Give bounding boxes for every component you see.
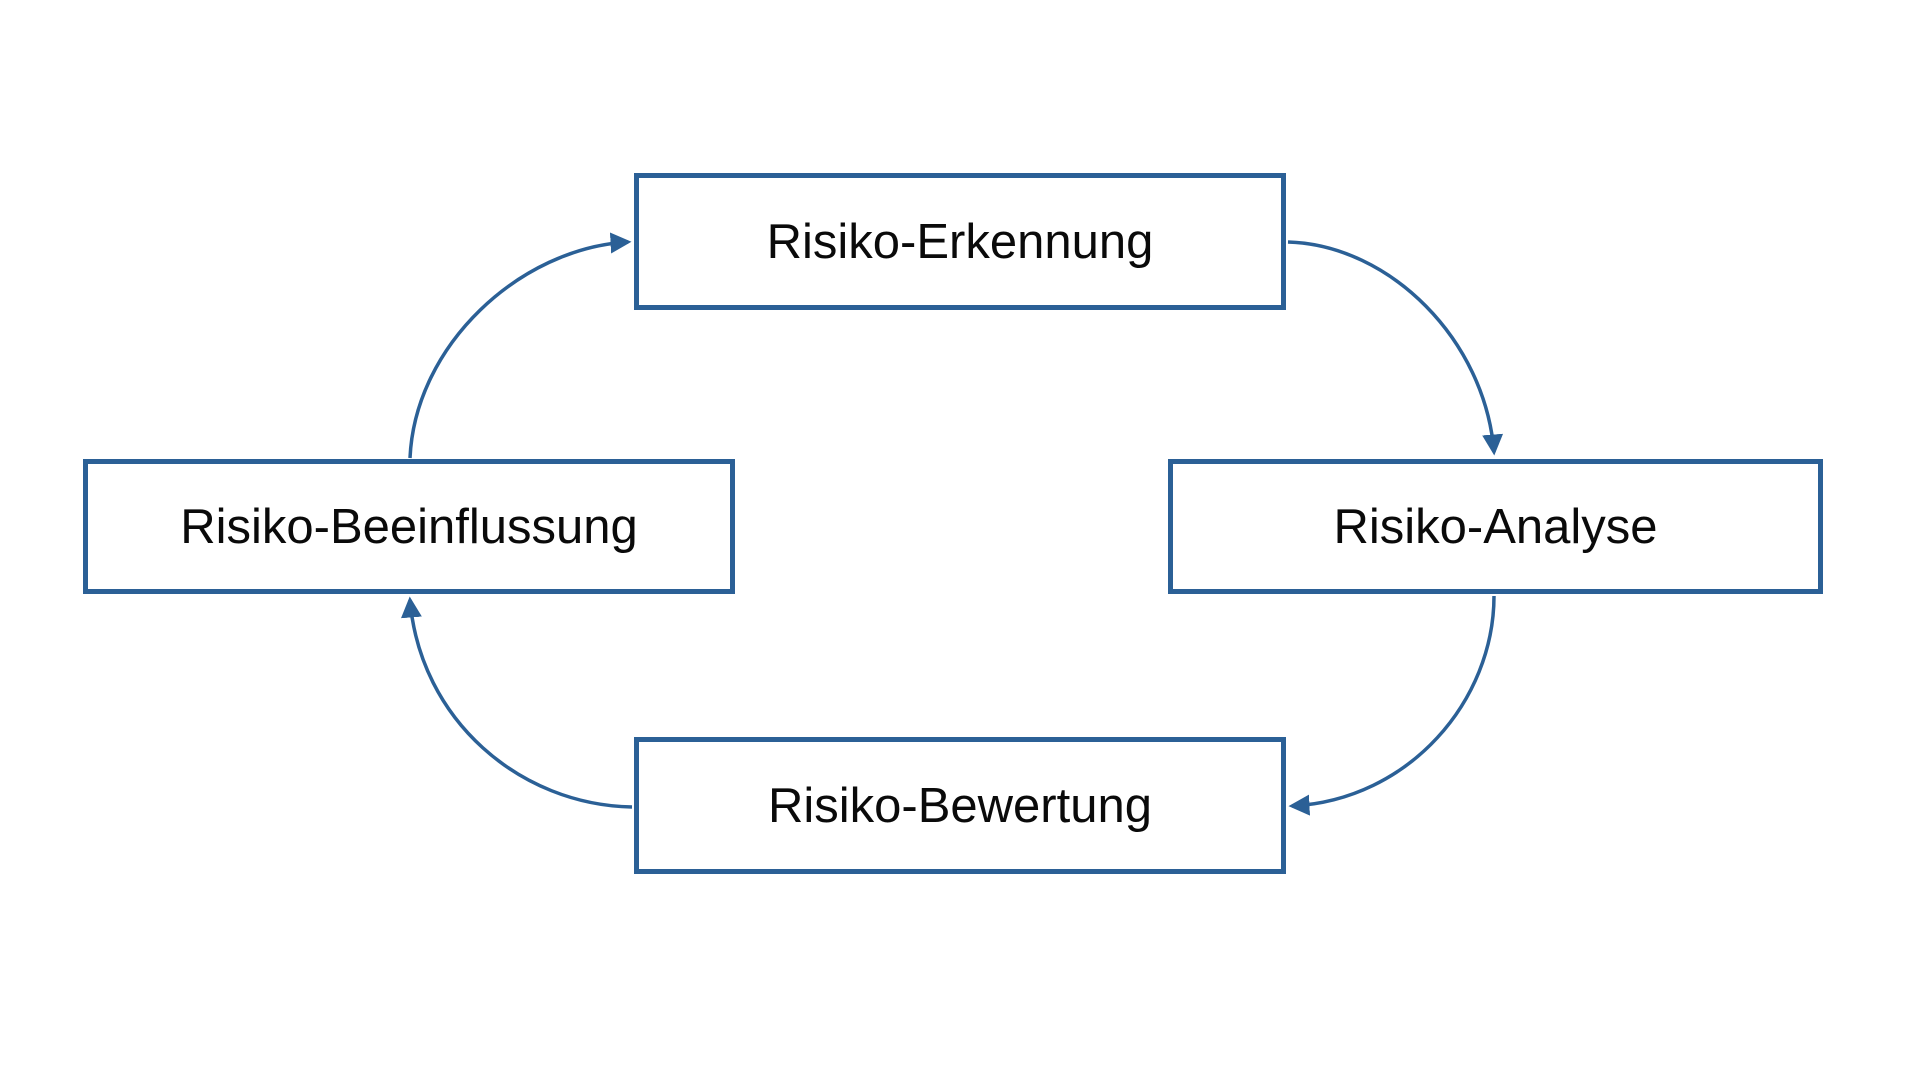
edge-bewertung-to-beeinflussung (401, 596, 633, 809)
edge-erkennung-to-analyse (1287, 240, 1504, 456)
node-risiko-bewertung: Risiko-Bewertung (634, 737, 1286, 874)
node-label: Risiko-Analyse (1333, 499, 1658, 554)
node-risiko-analyse: Risiko-Analyse (1168, 459, 1823, 594)
node-risiko-beeinflussung: Risiko-Beeinflussung (83, 459, 735, 594)
edge-analyse-to-bewertung (1288, 595, 1496, 816)
edge-beeinflussung-to-erkennung (408, 232, 632, 459)
node-label: Risiko-Erkennung (766, 214, 1154, 269)
node-risiko-erkennung: Risiko-Erkennung (634, 173, 1286, 310)
node-label: Risiko-Bewertung (768, 778, 1152, 833)
node-label: Risiko-Beeinflussung (180, 499, 638, 554)
